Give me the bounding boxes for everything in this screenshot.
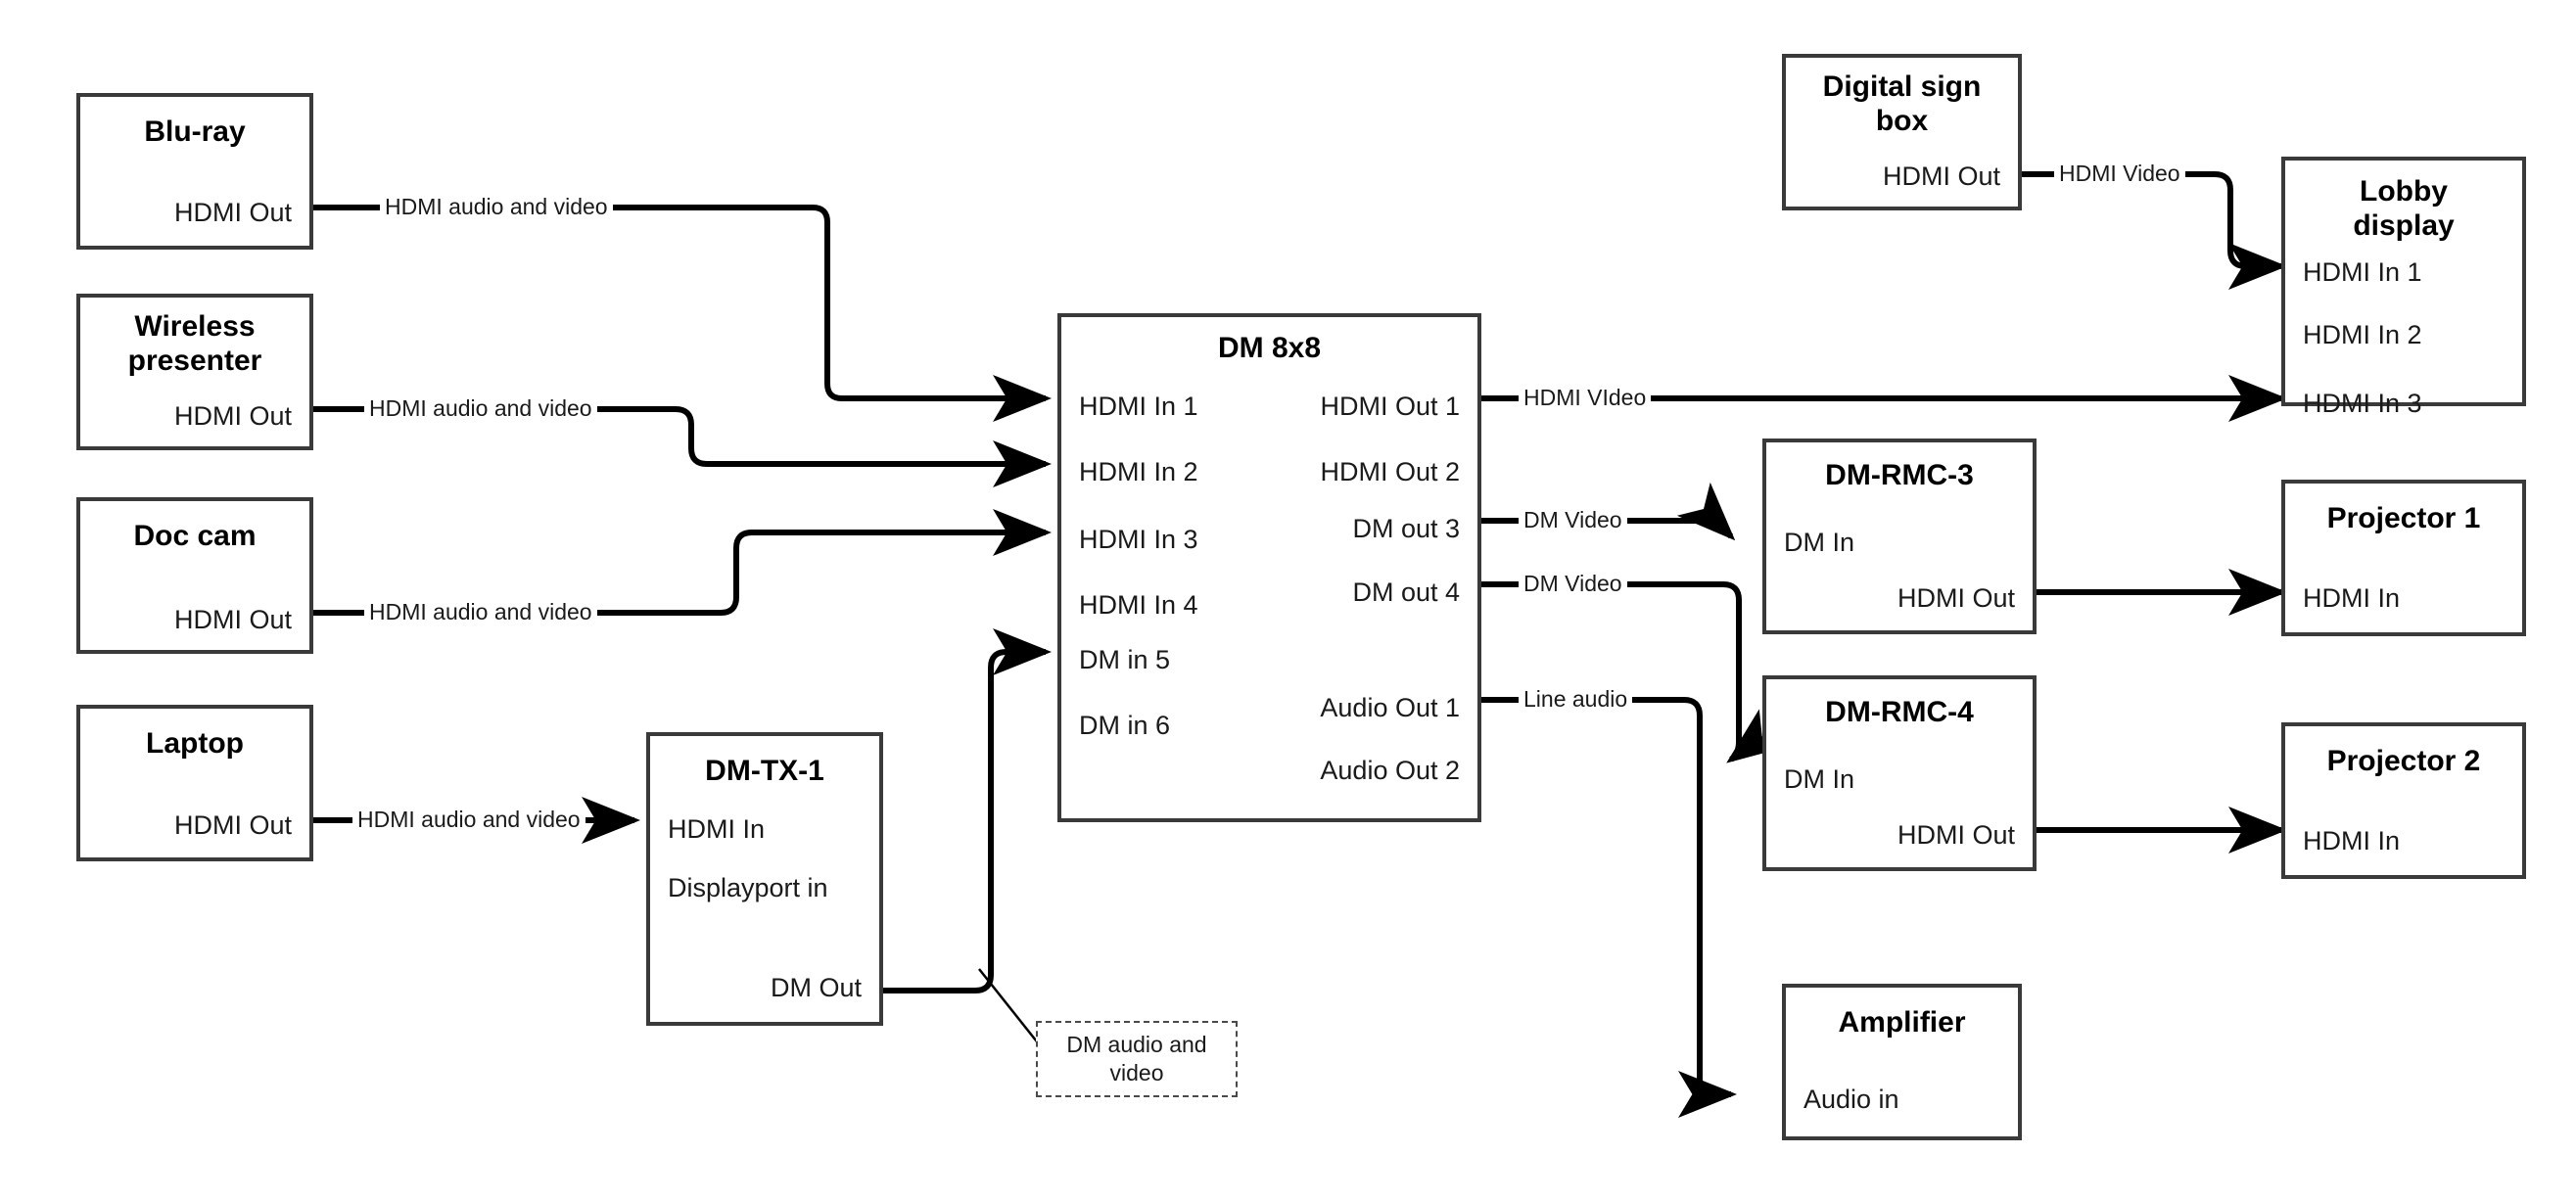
wire-sign-to-lobby-in1 — [2022, 171, 2287, 290]
port-lobby-hdmi-in-3: HDMI In 3 — [2303, 389, 2422, 418]
port-dm8x8-audio-out-1: Audio Out 1 — [1320, 693, 1460, 722]
port-wireless-hdmi-out: HDMI Out — [173, 401, 292, 431]
wire-label-audio-to-amp: Line audio — [1519, 688, 1633, 711]
port-dmrmc4-dm-in: DM In — [1784, 764, 1855, 794]
wire-dmtx1-to-dm-in5 — [883, 628, 1052, 993]
wire-label-doccam-to-dm-in3: HDMI audio and video — [364, 601, 597, 624]
wire-dm-audioout1-to-amp — [1481, 697, 1737, 1118]
wire-label-sign-to-lobby: HDMI Video — [2054, 162, 2185, 185]
node-laptop[interactable]: Laptop HDMI Out — [76, 705, 313, 861]
port-projector1-hdmi-in: HDMI In — [2303, 583, 2401, 613]
port-bluray-hdmi-out: HDMI Out — [173, 198, 292, 227]
port-dm8x8-hdmi-in-4: HDMI In 4 — [1079, 590, 1198, 620]
port-dmtx1-dm-out: DM Out — [770, 973, 862, 1002]
port-dm8x8-dm-in-5: DM in 5 — [1079, 645, 1171, 674]
node-wireless-presenter-title: Wireless presenter — [127, 310, 262, 378]
node-amplifier[interactable]: Amplifier Audio in — [1782, 984, 2022, 1140]
port-dmrmc3-dm-in: DM In — [1784, 528, 1855, 557]
port-dm8x8-hdmi-out-2: HDMI Out 2 — [1320, 457, 1460, 486]
port-dmtx1-displayport-in: Displayport in — [668, 873, 828, 902]
port-dm8x8-hdmi-in-3: HDMI In 3 — [1079, 525, 1198, 554]
node-dm-tx-1-title: DM-TX-1 — [705, 755, 824, 787]
node-projector-2-title: Projector 2 — [2326, 745, 2481, 777]
node-bluray-title: Blu-ray — [144, 115, 246, 148]
port-dmtx1-hdmi-in: HDMI In — [668, 814, 766, 844]
note-dm-audio-and-video: DM audio and video — [1036, 1021, 1238, 1097]
wire-label-laptop-to-dmtx1: HDMI audio and video — [352, 808, 585, 831]
leader-line-dm-note — [978, 968, 1041, 1046]
node-dm-rmc-4[interactable]: DM-RMC-4 DM In HDMI Out — [1762, 675, 2037, 871]
node-dm-8x8[interactable]: DM 8x8 HDMI In 1 HDMI In 2 HDMI In 3 HDM… — [1057, 313, 1481, 822]
node-dm-8x8-title: DM 8x8 — [1217, 332, 1322, 364]
node-projector-2[interactable]: Projector 2 HDMI In — [2281, 722, 2526, 879]
wire-label-wireless-to-dm-in2: HDMI audio and video — [364, 397, 597, 420]
wire-label-dm-out3-to-rmc3: DM Video — [1519, 509, 1627, 531]
port-digitalsign-hdmi-out: HDMI Out — [1882, 162, 2000, 191]
port-lobby-hdmi-in-1: HDMI In 1 — [2303, 257, 2422, 287]
node-lobby-display-title: Lobby display — [2353, 175, 2455, 243]
node-digital-sign-box-title: Digital sign box — [1822, 70, 1982, 138]
node-wireless-presenter[interactable]: Wireless presenter HDMI Out — [76, 294, 313, 450]
port-lobby-hdmi-in-2: HDMI In 2 — [2303, 320, 2422, 349]
node-projector-1-title: Projector 1 — [2326, 502, 2481, 534]
node-dm-rmc-3[interactable]: DM-RMC-3 DM In HDMI Out — [1762, 439, 2037, 634]
node-dm-rmc-3-title: DM-RMC-3 — [1825, 459, 1974, 491]
note-dm-audio-and-video-text: DM audio and video — [1066, 1032, 1207, 1086]
wire-bluray-to-dm-in1 — [313, 205, 1052, 422]
port-dm8x8-dm-out-3: DM out 3 — [1352, 514, 1460, 543]
node-bluray[interactable]: Blu-ray HDMI Out — [76, 93, 313, 250]
wire-label-dm-out1-to-lobby: HDMI VIdeo — [1519, 387, 1652, 409]
node-dm-rmc-4-title: DM-RMC-4 — [1825, 696, 1974, 728]
port-dmrmc4-hdmi-out: HDMI Out — [1897, 820, 2015, 850]
port-dmrmc3-hdmi-out: HDMI Out — [1897, 583, 2015, 613]
node-projector-1[interactable]: Projector 1 HDMI In — [2281, 480, 2526, 636]
node-amplifier-title: Amplifier — [1838, 1006, 1966, 1039]
node-doc-cam[interactable]: Doc cam HDMI Out — [76, 497, 313, 654]
node-digital-sign-box[interactable]: Digital sign box HDMI Out — [1782, 54, 2022, 210]
wire-label-bluray-to-dm-in1: HDMI audio and video — [380, 196, 613, 218]
port-dm8x8-hdmi-in-1: HDMI In 1 — [1079, 392, 1198, 421]
port-doccam-hdmi-out: HDMI Out — [173, 605, 292, 634]
port-dm8x8-audio-out-2: Audio Out 2 — [1320, 756, 1460, 785]
port-dm8x8-hdmi-out-1: HDMI Out 1 — [1320, 392, 1460, 421]
node-laptop-title: Laptop — [146, 727, 244, 760]
port-laptop-hdmi-out: HDMI Out — [173, 810, 292, 840]
port-dm8x8-dm-in-6: DM in 6 — [1079, 711, 1171, 740]
port-projector2-hdmi-in: HDMI In — [2303, 826, 2401, 855]
wire-dm-out4-to-rmc4 — [1481, 581, 1788, 763]
node-lobby-display[interactable]: Lobby display HDMI In 1 HDMI In 2 HDMI I… — [2281, 157, 2526, 417]
wire-label-dm-out4-to-rmc4: DM Video — [1519, 573, 1627, 595]
node-dm-tx-1[interactable]: DM-TX-1 HDMI In Displayport in DM Out — [646, 732, 883, 1026]
port-dm8x8-hdmi-in-2: HDMI In 2 — [1079, 457, 1198, 486]
node-doc-cam-title: Doc cam — [133, 520, 257, 552]
port-dm8x8-dm-out-4: DM out 4 — [1352, 577, 1460, 607]
port-amplifier-audio-in: Audio in — [1803, 1085, 1899, 1114]
